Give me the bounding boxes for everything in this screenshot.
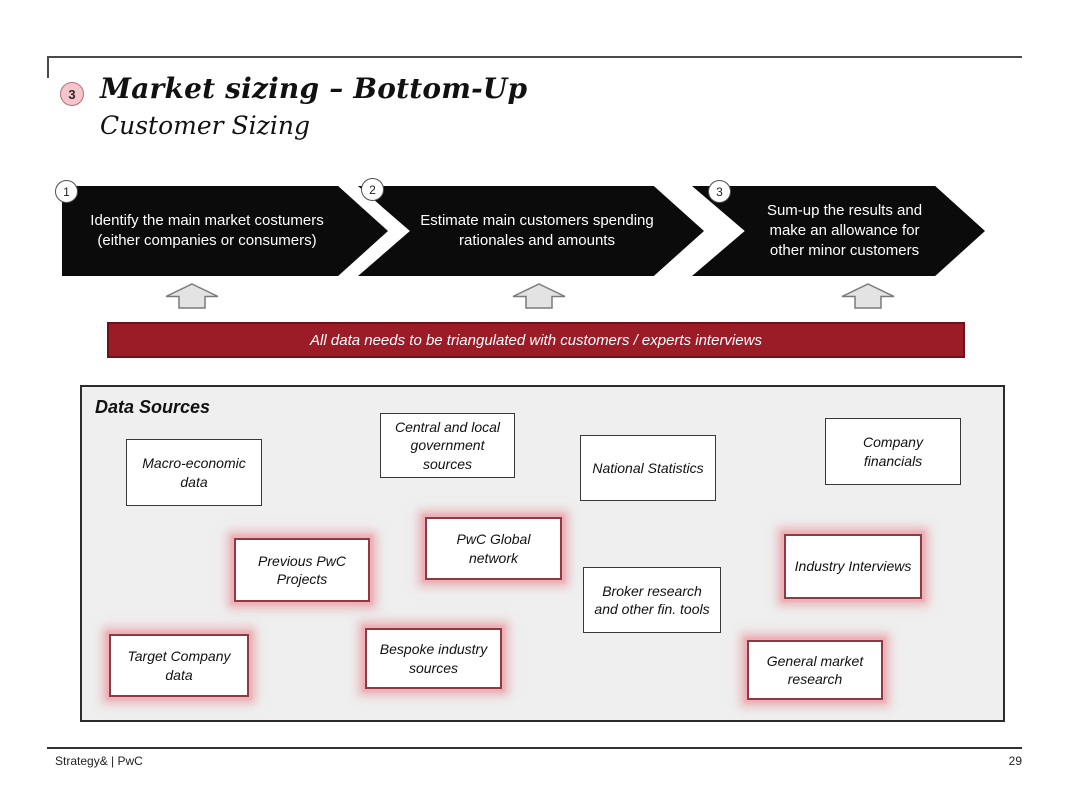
- top-rule-tick: [47, 56, 49, 78]
- data-sources-heading: Data Sources: [95, 397, 211, 417]
- process-step-1-label: Identify the main market costumers (eith…: [90, 212, 324, 249]
- up-arrow-icon: [512, 283, 566, 309]
- source-box-general-market-research: General market research: [747, 640, 883, 700]
- source-box-company-financials: Company financials: [825, 418, 961, 485]
- process-step-1: Identify the main market costumers (eith…: [62, 186, 388, 276]
- triangulation-banner-text: All data needs to be triangulated with c…: [310, 331, 762, 349]
- step-number-circle-1: 1: [55, 180, 78, 203]
- step-number-circle-2: 2: [361, 178, 384, 201]
- footer-brand: Strategy& | PwC: [55, 754, 143, 768]
- source-box-previous-pwc-projects: Previous PwC Projects: [234, 538, 370, 602]
- top-rule: [47, 56, 1022, 58]
- source-box-target-company-data: Target Company data: [109, 634, 249, 697]
- data-sources-panel: Data Sources Macro-economic data Central…: [80, 385, 1005, 722]
- source-box-macro-economic-data: Macro-economic data: [126, 439, 262, 506]
- triangulation-banner: All data needs to be triangulated with c…: [107, 322, 965, 358]
- process-step-2: Estimate main customers spending rationa…: [358, 186, 704, 276]
- footer-rule: [47, 747, 1022, 749]
- page-number: 29: [1008, 754, 1022, 768]
- source-box-broker-research: Broker research and other fin. tools: [583, 567, 721, 633]
- process-step-2-label: Estimate main customers spending rationa…: [420, 212, 654, 249]
- process-step-3-label: Sum-up the results and make an allowance…: [766, 202, 923, 259]
- source-box-pwc-global-network: PwC Global network: [425, 517, 562, 580]
- page-subtitle: Customer Sizing: [100, 111, 310, 140]
- source-box-bespoke-industry-sources: Bespoke industry sources: [365, 628, 502, 689]
- process-step-3: Sum-up the results and make an allowance…: [692, 186, 985, 276]
- page-title: Market sizing – Bottom-Up: [100, 72, 528, 105]
- section-number-badge: 3: [60, 82, 84, 106]
- source-box-national-statistics: National Statistics: [580, 435, 716, 501]
- up-arrow-icon: [841, 283, 895, 309]
- up-arrow-icon: [165, 283, 219, 309]
- source-box-industry-interviews: Industry Interviews: [784, 534, 922, 599]
- source-box-central-local-government: Central and local government sources: [380, 413, 515, 478]
- step-number-circle-3: 3: [708, 180, 731, 203]
